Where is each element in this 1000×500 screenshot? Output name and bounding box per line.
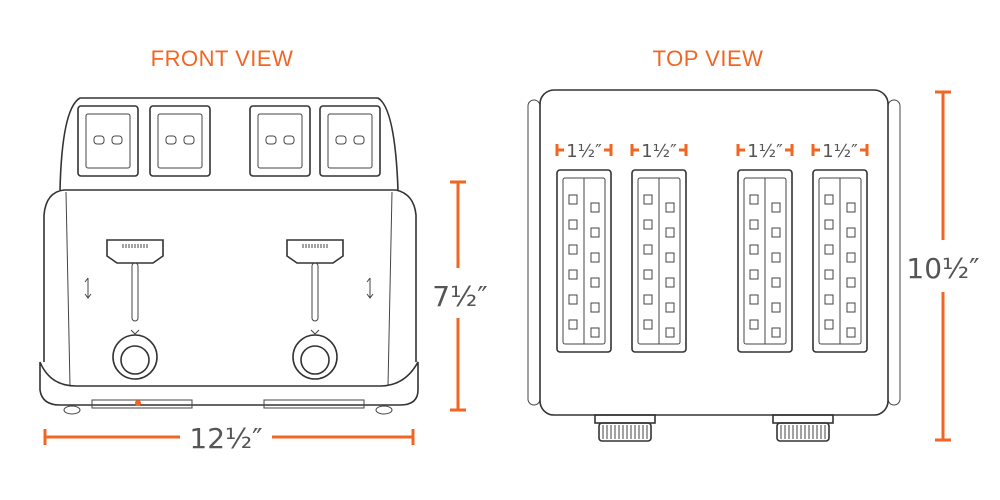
top-view-toaster: 1½″ 1½″ 1½″ 1½″	[527, 89, 901, 442]
knob-top-view	[772, 414, 834, 424]
slot-width-bracket	[630, 144, 688, 156]
top-view-title: TOP VIEW	[653, 46, 764, 71]
foot	[375, 405, 393, 415]
browning-knob[interactable]	[292, 334, 338, 380]
bread-slot	[77, 105, 139, 177]
crumb-tray-marker-icon	[135, 400, 141, 406]
lever-track	[131, 262, 139, 322]
top-slot	[812, 169, 868, 353]
knob-top-view	[594, 414, 656, 424]
slot-width-label: 1½″	[747, 141, 783, 162]
bread-slot	[149, 105, 211, 177]
crumb-tray-right	[263, 399, 365, 409]
height-label: 7½″	[432, 280, 487, 313]
depth-dimension: 10½″	[906, 90, 980, 442]
top-slot	[556, 169, 612, 353]
toaster-lever[interactable]	[106, 239, 164, 264]
depth-label: 10½″	[906, 252, 979, 285]
slot-width-bracket	[555, 144, 613, 156]
front-view-title: FRONT VIEW	[151, 46, 294, 71]
bread-slot	[319, 105, 381, 177]
height-dimension: 7½″	[432, 180, 488, 412]
toaster-top-shell	[59, 97, 399, 191]
bread-slot	[249, 105, 311, 177]
width-dimension: 12½″	[43, 422, 415, 455]
slot-width-label: 1½″	[566, 141, 602, 162]
slot-width-bracket	[736, 144, 794, 156]
up-down-arrow-icon	[84, 277, 92, 299]
front-view-toaster	[39, 97, 419, 415]
top-slot	[737, 169, 793, 353]
slot-width-bracket	[811, 144, 869, 156]
toaster-top-outline	[539, 89, 889, 416]
width-label: 12½″	[189, 422, 262, 455]
foot	[63, 405, 81, 415]
toaster-base	[39, 361, 419, 406]
top-slot	[631, 169, 687, 353]
toaster-lever[interactable]	[286, 239, 344, 264]
up-down-arrow-icon	[366, 277, 374, 299]
slot-width-label: 1½″	[822, 141, 858, 162]
lever-track	[311, 262, 319, 322]
toaster-body	[43, 189, 417, 362]
slot-width-label: 1½″	[641, 141, 677, 162]
crumb-tray-left	[91, 399, 193, 409]
browning-knob[interactable]	[112, 334, 158, 380]
